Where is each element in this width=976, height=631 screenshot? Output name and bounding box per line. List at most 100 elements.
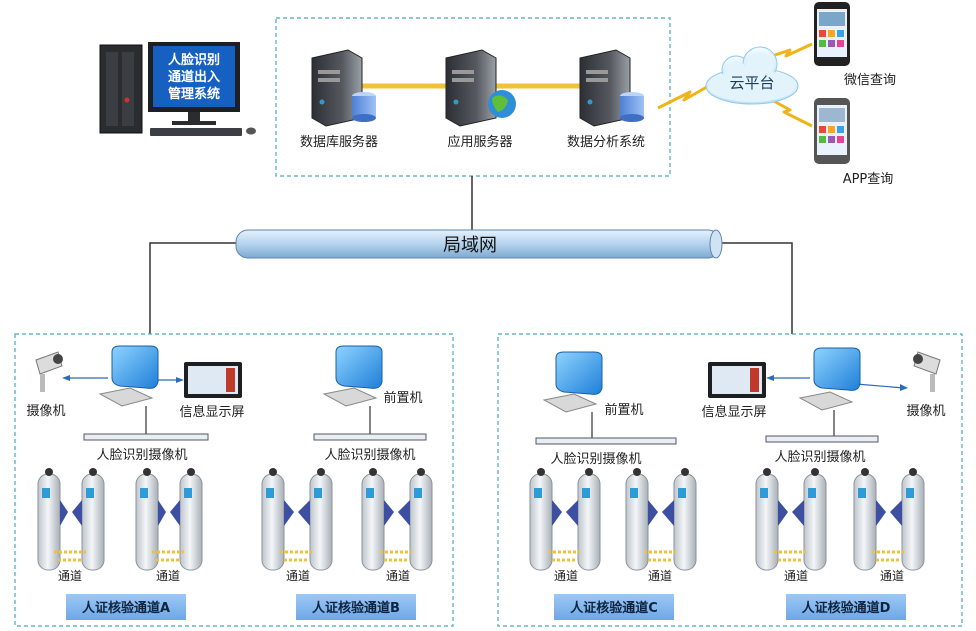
gate-flap xyxy=(384,500,394,526)
floor-arrow xyxy=(54,550,86,562)
face-camera-label-a: 人脸识别摄像机 xyxy=(96,448,187,463)
channel-label: 通道 xyxy=(386,569,410,583)
management-computer: 人脸识别 通道出入 管理系统 xyxy=(99,42,256,136)
gate-card-reader xyxy=(678,488,686,498)
left-info-screen-label: 信息显示屏 xyxy=(179,404,244,420)
gate-flap xyxy=(648,500,658,526)
channel-label: 通道 xyxy=(648,569,672,583)
lan-pipe: 局域网 xyxy=(235,229,723,259)
left-camera-label: 摄像机 xyxy=(26,404,65,419)
lane-badge-a xyxy=(66,594,186,620)
database-server: 数据库服务器 xyxy=(300,49,378,150)
info-screen-icon xyxy=(708,362,766,398)
channel-label: 通道 xyxy=(58,569,82,583)
gate-flap xyxy=(778,500,788,526)
gate-flap xyxy=(170,500,180,526)
channel-label: 通道 xyxy=(286,569,310,583)
gate-card-reader xyxy=(808,488,816,498)
floor-arrow xyxy=(380,550,412,562)
floor-arrow xyxy=(872,550,904,562)
channel-label: 通道 xyxy=(880,569,904,583)
face-camera-dot xyxy=(269,468,277,476)
floor-arrow xyxy=(280,550,312,562)
db-server-label: 数据库服务器 xyxy=(300,134,378,150)
face-camera-dot xyxy=(861,468,869,476)
lightning-icon xyxy=(771,98,813,128)
camera-icon xyxy=(35,351,63,392)
face-camera-dot xyxy=(811,468,819,476)
app-server-label: 应用服务器 xyxy=(447,134,512,150)
face-camera-label-c: 人脸识别摄像机 xyxy=(550,452,641,467)
floor-arrow xyxy=(152,550,184,562)
switch-bar xyxy=(313,433,427,441)
channel-label: 通道 xyxy=(784,569,808,583)
face-camera-dot xyxy=(45,468,53,476)
floor-arrow xyxy=(774,550,806,562)
gate-card-reader xyxy=(86,488,94,498)
app-phone: APP查询 xyxy=(814,98,893,187)
cloud-icon: 云平台 xyxy=(705,46,799,105)
lightning-icon xyxy=(771,42,813,58)
gate-card-reader xyxy=(534,488,542,498)
info-screen-icon xyxy=(184,362,242,398)
gate-flap xyxy=(890,500,902,526)
wechat-query-label: 微信查询 xyxy=(844,73,896,88)
front-pc-icon xyxy=(798,347,861,411)
channel-label: 通道 xyxy=(156,569,180,583)
gate-layer xyxy=(37,468,925,571)
front-pc-icon xyxy=(322,345,383,407)
channel-label: 通道 xyxy=(554,569,578,583)
gate-card-reader xyxy=(184,488,192,498)
camera-icon xyxy=(913,351,941,392)
face-camera-dot xyxy=(369,468,377,476)
face-camera-label-b: 人脸识别摄像机 xyxy=(324,448,415,463)
lightning-icon xyxy=(657,82,713,110)
analysis-server: 数据分析系统 xyxy=(567,49,645,150)
lane-badge-d xyxy=(786,594,906,620)
wechat-phone: 微信查询 xyxy=(814,2,896,88)
mgmt-line-3: 管理系统 xyxy=(168,86,220,102)
server-group-box xyxy=(275,17,671,177)
lane-badge-b xyxy=(296,594,416,620)
mgmt-line-1: 人脸识别 xyxy=(168,52,220,68)
right-group-box xyxy=(497,333,963,627)
mouse xyxy=(246,127,256,135)
face-camera-label-d: 人脸识别摄像机 xyxy=(774,450,865,465)
lane-badge-c xyxy=(554,594,674,620)
gate-card-reader xyxy=(266,488,274,498)
front-pc-icon xyxy=(542,351,603,413)
face-camera-dot xyxy=(633,468,641,476)
gate-flap xyxy=(298,500,310,526)
gate-card-reader xyxy=(630,488,638,498)
gate-card-reader xyxy=(140,488,148,498)
gate-card-reader xyxy=(42,488,50,498)
floor-arrow xyxy=(644,550,676,562)
face-camera-dot xyxy=(89,468,97,476)
front-pc-icon xyxy=(98,345,159,407)
switch-bar xyxy=(83,433,209,441)
gate-flap xyxy=(60,500,68,526)
gate-flap xyxy=(398,500,410,526)
gate-card-reader xyxy=(366,488,374,498)
face-camera-dot xyxy=(681,468,689,476)
face-camera-dot xyxy=(317,468,325,476)
face-camera-dot xyxy=(187,468,195,476)
lane-label-c: 人证核验通道C xyxy=(570,600,658,616)
cloud-label: 云平台 xyxy=(729,74,774,92)
face-camera-dot xyxy=(763,468,771,476)
floor-arrow xyxy=(548,550,580,562)
lane-label-d: 人证核验通道D xyxy=(802,600,891,616)
gate-flap xyxy=(876,500,886,526)
left-group-box xyxy=(14,333,454,627)
gate-card-reader xyxy=(858,488,866,498)
application-server: 应用服务器 xyxy=(445,49,516,150)
gate-flap xyxy=(566,500,578,526)
face-camera-dot xyxy=(909,468,917,476)
lan-label: 局域网 xyxy=(443,235,497,256)
right-info-screen-label: 信息显示屏 xyxy=(701,404,766,420)
gate-flap xyxy=(72,500,82,526)
gate-flap xyxy=(284,500,294,526)
lane-label-a: 人证核验通道A xyxy=(82,600,170,616)
lane-label-b: 人证核验通道B xyxy=(312,600,400,616)
